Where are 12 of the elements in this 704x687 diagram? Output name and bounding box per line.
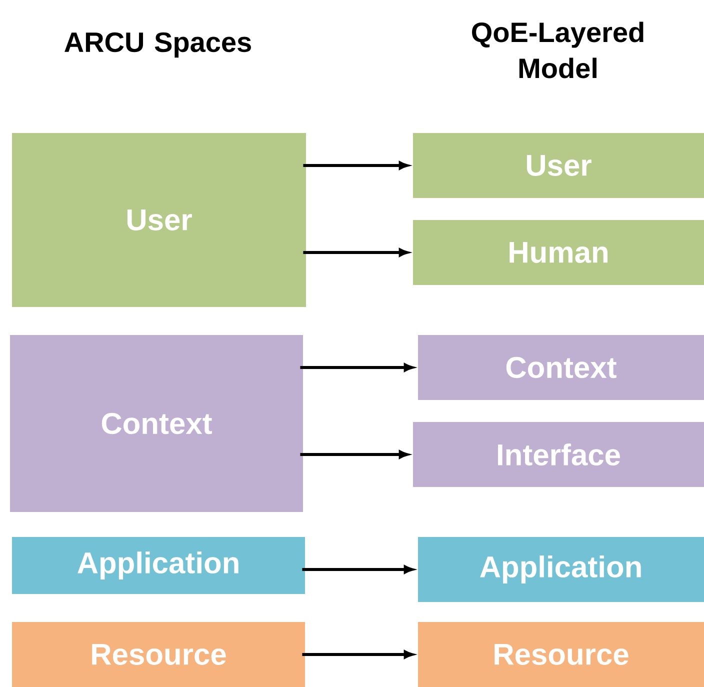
layer-box: Context xyxy=(418,335,704,400)
layer-box: Context xyxy=(10,335,303,512)
layer-box: Human xyxy=(413,220,704,285)
layer-box: User xyxy=(413,132,704,198)
layer-box: Resource xyxy=(418,622,704,687)
layer-box: Application xyxy=(12,536,305,594)
layer-box: Interface xyxy=(413,422,704,487)
layer-box: Application xyxy=(418,536,704,602)
layer-box: User xyxy=(12,132,306,307)
layer-box: Resource xyxy=(12,622,305,687)
column-heading: ARCU Spaces xyxy=(64,32,251,58)
column-heading: QoE-Layered Model xyxy=(472,22,644,78)
